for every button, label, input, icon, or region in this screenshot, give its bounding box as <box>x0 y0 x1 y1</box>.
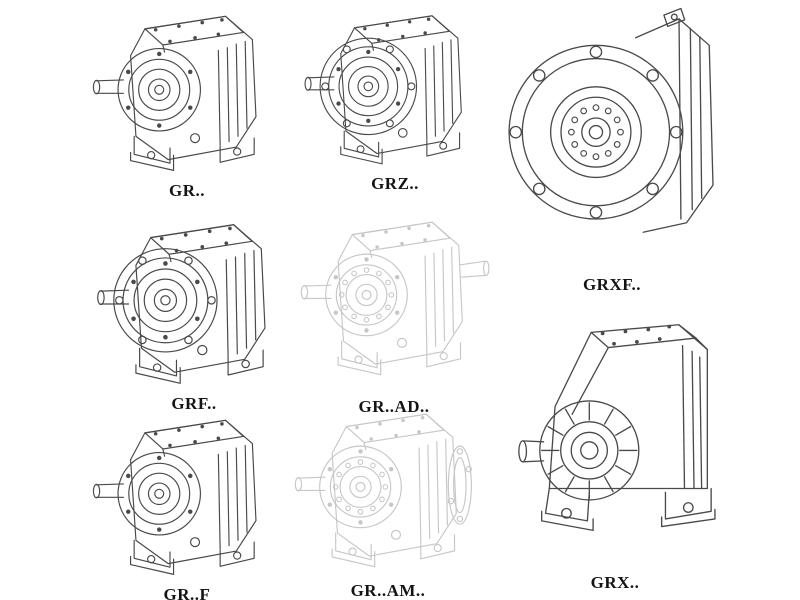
figure-grf: GRF.. <box>88 210 300 414</box>
figure-label-gr-ad: GR..AD.. <box>358 397 430 417</box>
figure-label-grx: GRX.. <box>590 573 640 593</box>
figure-grxf: GRXF.. <box>494 0 730 295</box>
figure-label-grxf: GRXF.. <box>582 274 642 294</box>
figure-gr-ad: GR..AD.. <box>292 208 496 417</box>
gearbox-drawing-gr-am <box>294 413 472 568</box>
gearbox-drawing-grx <box>518 324 716 532</box>
gearbox-drawing-gr-f <box>92 419 257 575</box>
figure-label-gr-f: GR..F <box>163 585 211 600</box>
gearbox-drawing-grf <box>97 224 266 384</box>
figure-gr-am: GR..AM.. <box>286 400 490 600</box>
figure-label-gr-am: GR..AM.. <box>350 581 426 600</box>
figure-label-gr: GR.. <box>169 181 205 201</box>
gearbox-drawing-grz <box>304 15 462 165</box>
gearbox-drawing-gr <box>92 15 257 171</box>
figure-label-grf: GRF.. <box>171 394 217 414</box>
figure-gr-f: GR..F <box>84 406 290 600</box>
figure-grx: GRX.. <box>496 300 734 593</box>
figure-label-grz: GRZ.. <box>371 174 419 194</box>
gearbox-drawing-gr-ad <box>300 221 490 376</box>
gearbox-drawing-grxf <box>508 7 714 233</box>
figure-grz: GRZ.. <box>296 2 494 194</box>
figure-gr: GR.. <box>84 2 290 201</box>
